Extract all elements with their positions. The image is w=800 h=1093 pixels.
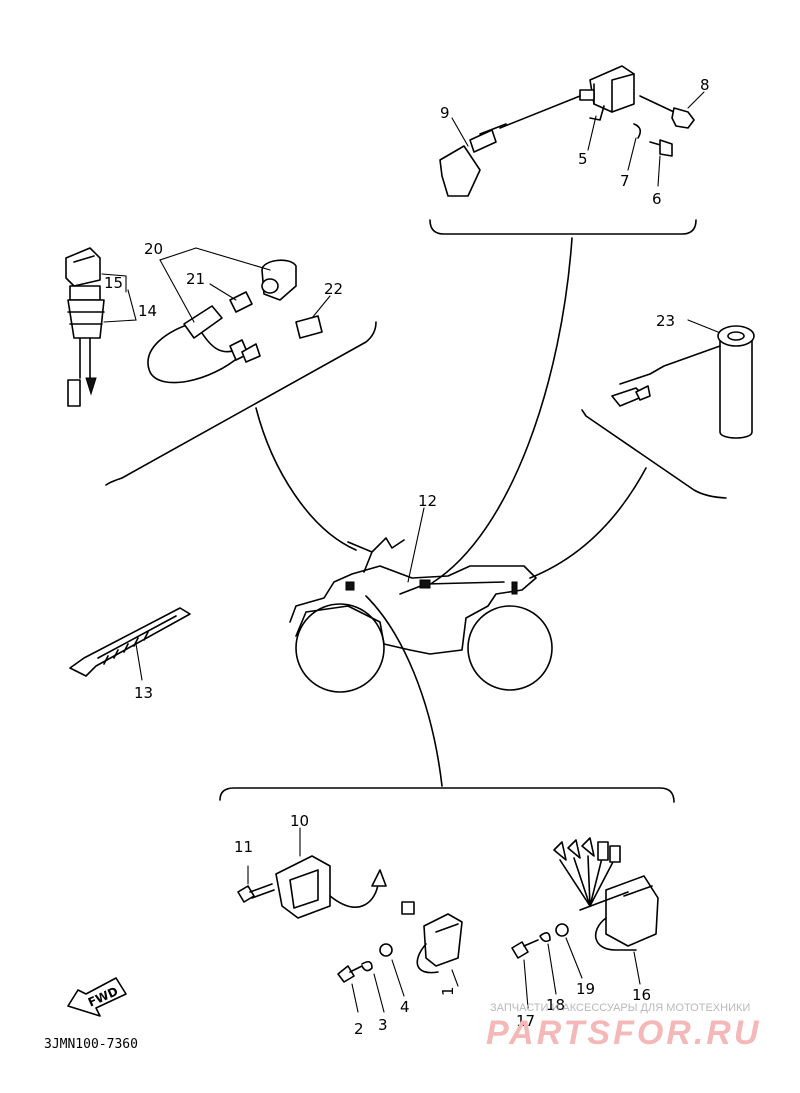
ignition-coil-1 xyxy=(401,901,463,974)
spark-plug-cap xyxy=(439,145,481,197)
bolt-6 xyxy=(649,139,673,157)
boot-21 xyxy=(229,291,253,313)
callout-8: 8 xyxy=(700,76,710,94)
leader-top-group xyxy=(431,237,573,584)
washer-4 xyxy=(379,943,393,957)
washer-18 xyxy=(539,932,551,943)
callout-12: 12 xyxy=(418,492,437,510)
callout-4: 4 xyxy=(400,998,410,1016)
bolt-17 xyxy=(511,939,539,959)
callout-22: 22 xyxy=(324,280,343,298)
marker-mid xyxy=(419,579,431,589)
main-switch xyxy=(65,247,105,407)
callout-18: 18 xyxy=(546,996,565,1014)
callout-1: 1 xyxy=(439,986,457,996)
regulator-16 xyxy=(553,837,659,951)
lead-wire-20 xyxy=(147,305,261,384)
callout-21: 21 xyxy=(186,270,205,288)
atv-outline xyxy=(289,537,553,693)
label-22 xyxy=(295,315,323,339)
rear-wheel xyxy=(467,605,553,691)
watermark-tagline: ЗАПЧАСТИ И АКСЕССУАРЫ ДЛЯ МОТОТЕХНИКИ xyxy=(490,1002,750,1014)
connector-cap-20 xyxy=(261,259,297,301)
atv-body xyxy=(289,565,537,655)
washer-7 xyxy=(633,123,642,139)
handlebar xyxy=(347,537,405,573)
top-right-group-bracket xyxy=(429,219,697,235)
bolt-11 xyxy=(237,883,275,903)
seat-tube xyxy=(399,581,505,595)
diagram-code: 3JMN100-7360 xyxy=(44,1037,138,1052)
callout-19: 19 xyxy=(576,980,595,998)
right-group-bracket xyxy=(581,409,727,499)
washer-19 xyxy=(555,923,569,937)
front-wheel xyxy=(295,603,385,693)
callout-6: 6 xyxy=(652,190,662,208)
watermark: ЗАПЧАСТИ И АКСЕССУАРЫ ДЛЯ МОТОТЕХНИКИ PA… xyxy=(486,1002,761,1052)
fwd-arrow: FWD xyxy=(67,977,127,1017)
leader-part-12 xyxy=(407,507,425,583)
callout-13: 13 xyxy=(134,684,153,702)
callouts: 1 2 3 4 5 6 7 8 9 10 11 12 13 14 15 16 1… xyxy=(104,76,710,1038)
callout-2: 2 xyxy=(354,1020,364,1038)
callout-7: 7 xyxy=(620,172,630,190)
bottom-group-bracket xyxy=(219,787,675,803)
leader-left-group xyxy=(255,407,357,551)
ignition-coil xyxy=(579,65,635,121)
left-group-bracket xyxy=(105,321,377,486)
callout-20: 20 xyxy=(144,240,163,258)
callout-16: 16 xyxy=(632,986,651,1004)
spark-plug-lead xyxy=(439,95,581,197)
callout-14: 14 xyxy=(138,302,157,320)
callout-11: 11 xyxy=(234,838,253,856)
marker-rear xyxy=(511,581,518,595)
washer-3 xyxy=(361,960,373,972)
bolt-8 xyxy=(639,95,695,129)
callout-9: 9 xyxy=(440,104,450,122)
callout-15: 15 xyxy=(104,274,123,292)
cable-tie-13 xyxy=(69,607,191,677)
watermark-brand: PARTSFOR.RU xyxy=(486,1014,761,1052)
callout-5: 5 xyxy=(578,150,588,168)
bolt-2 xyxy=(337,965,363,983)
callout-23: 23 xyxy=(656,312,675,330)
leader-bottom-group xyxy=(365,595,443,787)
handle-switch-23 xyxy=(611,325,755,439)
leader-right-group xyxy=(529,467,647,579)
cdi-unit-10 xyxy=(275,855,387,919)
marker-front xyxy=(345,581,355,591)
callout-3: 3 xyxy=(378,1016,388,1034)
callout-10: 10 xyxy=(290,812,309,830)
callout-17: 17 xyxy=(516,1012,535,1030)
